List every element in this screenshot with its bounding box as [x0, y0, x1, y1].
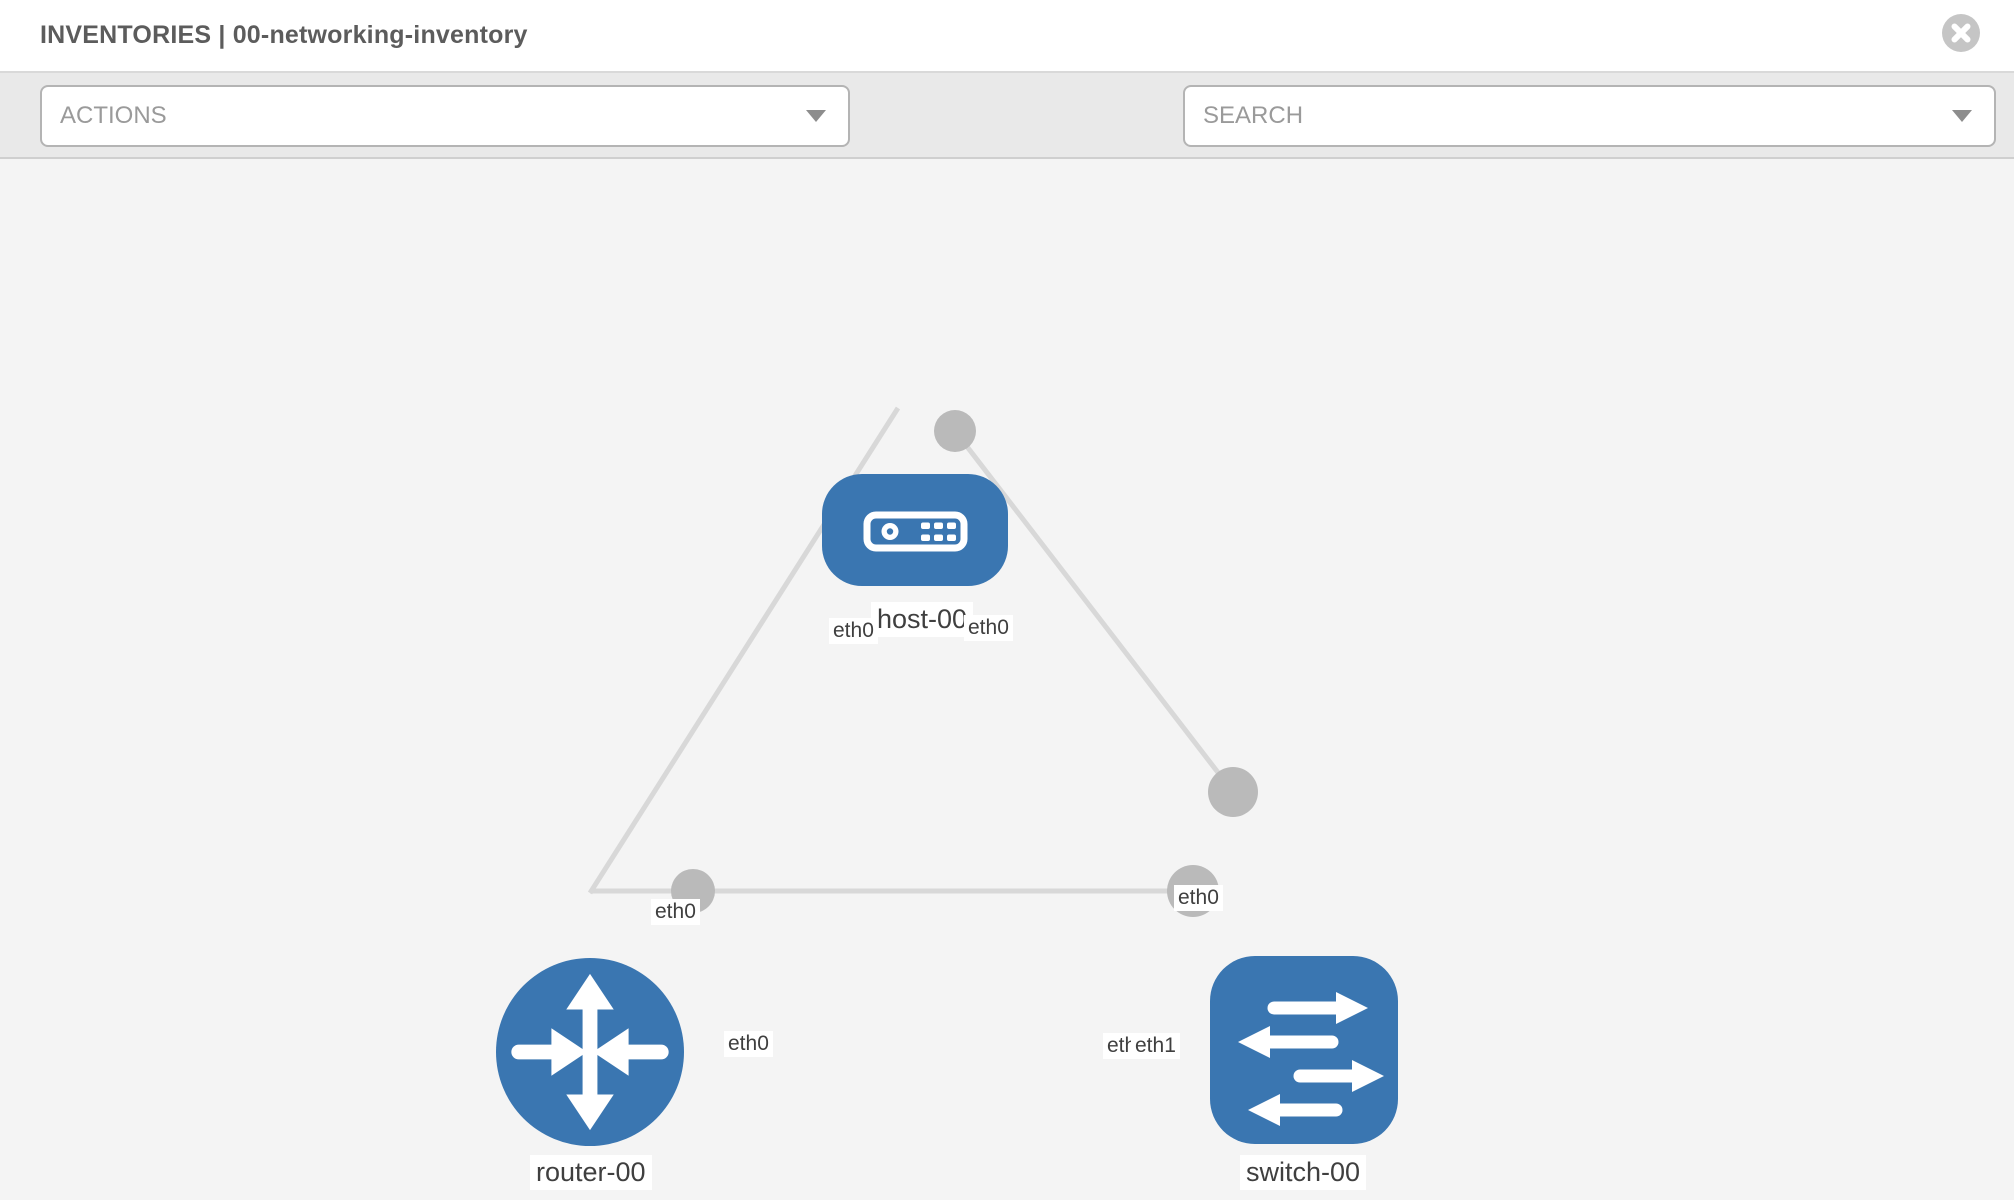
- port-host-eth0[interactable]: [934, 410, 976, 452]
- header-bar: INVENTORIES | 00-networking-inventory: [0, 0, 2014, 73]
- host-icon: [863, 511, 968, 552]
- node-router-00[interactable]: [496, 958, 684, 1146]
- port-label-host-eth0-to-router: eth0: [829, 618, 878, 644]
- search-dropdown-label: SEARCH: [1203, 102, 1304, 129]
- port-switch-eth0[interactable]: [1208, 767, 1258, 817]
- actions-dropdown[interactable]: ACTIONS: [40, 85, 850, 147]
- switch-icon: [1238, 992, 1384, 1126]
- port-label-switch-eth1-to-router: eth1: [1131, 1033, 1180, 1059]
- port-label-switch-eth0-to-host: eth0: [1174, 885, 1223, 911]
- topology-canvas[interactable]: host-00 router-00 switch-00 eth0 eth0 et…: [0, 159, 2014, 1200]
- page-title: INVENTORIES | 00-networking-inventory: [40, 21, 528, 49]
- node-label-router: router-00: [530, 1155, 652, 1190]
- toolbar: ACTIONS SEARCH: [0, 73, 2014, 207]
- router-icon: [511, 973, 669, 1131]
- actions-dropdown-label: ACTIONS: [60, 102, 167, 129]
- node-switch-00[interactable]: [1210, 956, 1398, 1144]
- close-button[interactable]: [1942, 14, 1980, 52]
- topology-links-layer: [587, 406, 1258, 917]
- port-label-host-eth0-to-switch: eth0: [964, 615, 1013, 641]
- node-host-00[interactable]: [822, 474, 1008, 586]
- search-dropdown[interactable]: SEARCH: [1183, 85, 1996, 147]
- node-label-switch: switch-00: [1240, 1155, 1367, 1190]
- close-icon: [1951, 23, 1971, 43]
- port-label-router-eth0-to-switch: eth0: [724, 1031, 773, 1057]
- chevron-down-icon: [1952, 110, 1972, 122]
- port-label-router-eth0-to-host: eth0: [651, 899, 700, 925]
- node-label-host: host-00: [871, 602, 974, 637]
- chevron-down-icon: [806, 110, 826, 122]
